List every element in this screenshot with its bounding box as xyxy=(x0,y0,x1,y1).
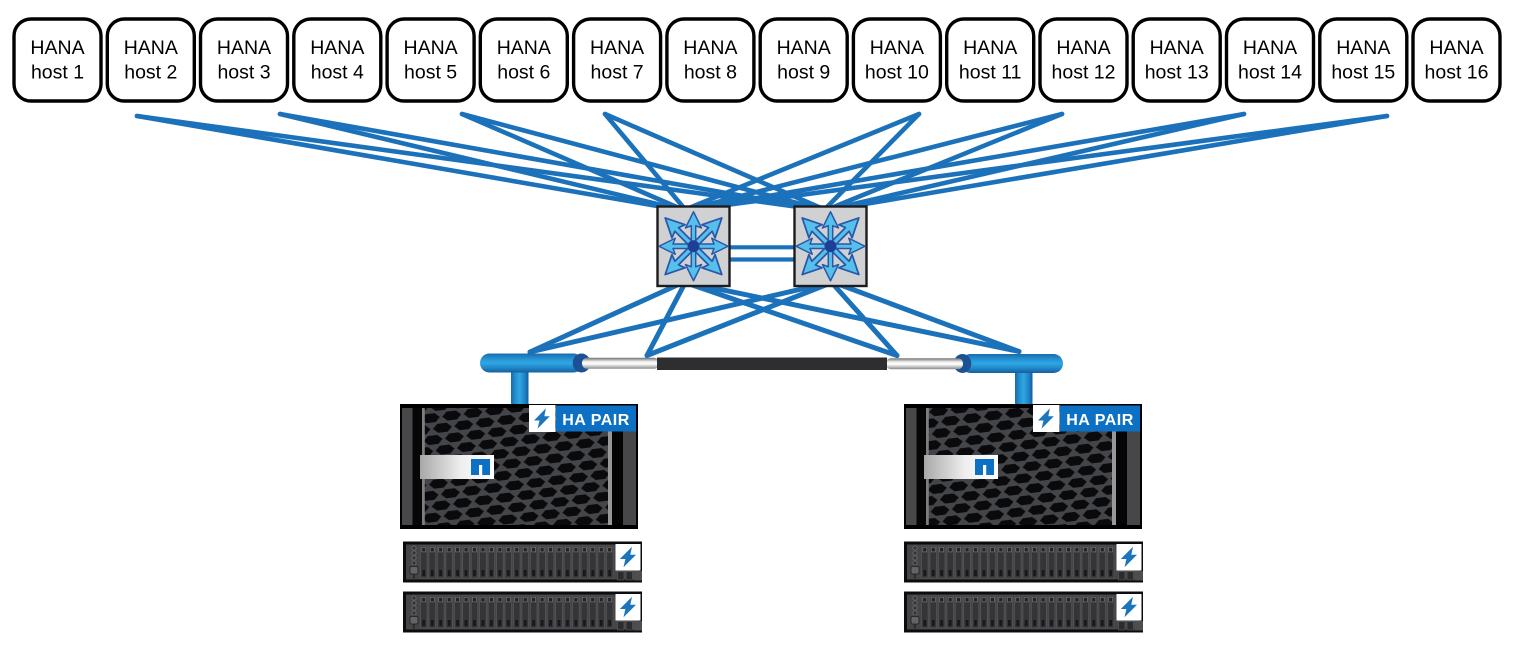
svg-text:HANA: HANA xyxy=(1150,37,1204,59)
svg-text:host 9: host 9 xyxy=(777,62,830,84)
svg-text:HANA: HANA xyxy=(963,37,1017,59)
svg-text:host 7: host 7 xyxy=(591,62,644,84)
svg-text:HANA: HANA xyxy=(590,37,644,59)
svg-text:host 4: host 4 xyxy=(311,62,364,84)
svg-text:host 8: host 8 xyxy=(684,62,737,84)
svg-text:HANA: HANA xyxy=(310,37,364,59)
svg-text:host 12: host 12 xyxy=(1052,62,1116,84)
svg-text:HANA: HANA xyxy=(1429,37,1483,59)
svg-text:HA PAIR: HA PAIR xyxy=(562,412,630,429)
svg-text:host 5: host 5 xyxy=(404,62,457,84)
svg-text:host 11: host 11 xyxy=(959,62,1022,84)
svg-text:HANA: HANA xyxy=(777,37,831,59)
svg-text:HANA: HANA xyxy=(30,37,84,59)
svg-text:HANA: HANA xyxy=(683,37,737,59)
svg-text:host 13: host 13 xyxy=(1145,62,1209,84)
svg-text:host 16: host 16 xyxy=(1425,62,1489,84)
svg-text:HANA: HANA xyxy=(870,37,924,59)
svg-text:HANA: HANA xyxy=(1243,37,1297,59)
svg-text:host 1: host 1 xyxy=(31,62,84,84)
svg-text:host 3: host 3 xyxy=(217,62,270,84)
svg-text:host 6: host 6 xyxy=(497,62,550,84)
svg-text:host 2: host 2 xyxy=(124,62,177,84)
svg-text:HA PAIR: HA PAIR xyxy=(1066,412,1134,429)
svg-text:HANA: HANA xyxy=(1336,37,1390,59)
svg-text:HANA: HANA xyxy=(497,37,551,59)
svg-text:HANA: HANA xyxy=(124,37,178,59)
svg-text:HANA: HANA xyxy=(1056,37,1110,59)
svg-text:host 14: host 14 xyxy=(1238,62,1302,84)
svg-text:host 15: host 15 xyxy=(1331,62,1395,84)
svg-text:HANA: HANA xyxy=(404,37,458,59)
svg-text:HANA: HANA xyxy=(217,37,271,59)
svg-text:host 10: host 10 xyxy=(865,62,929,84)
